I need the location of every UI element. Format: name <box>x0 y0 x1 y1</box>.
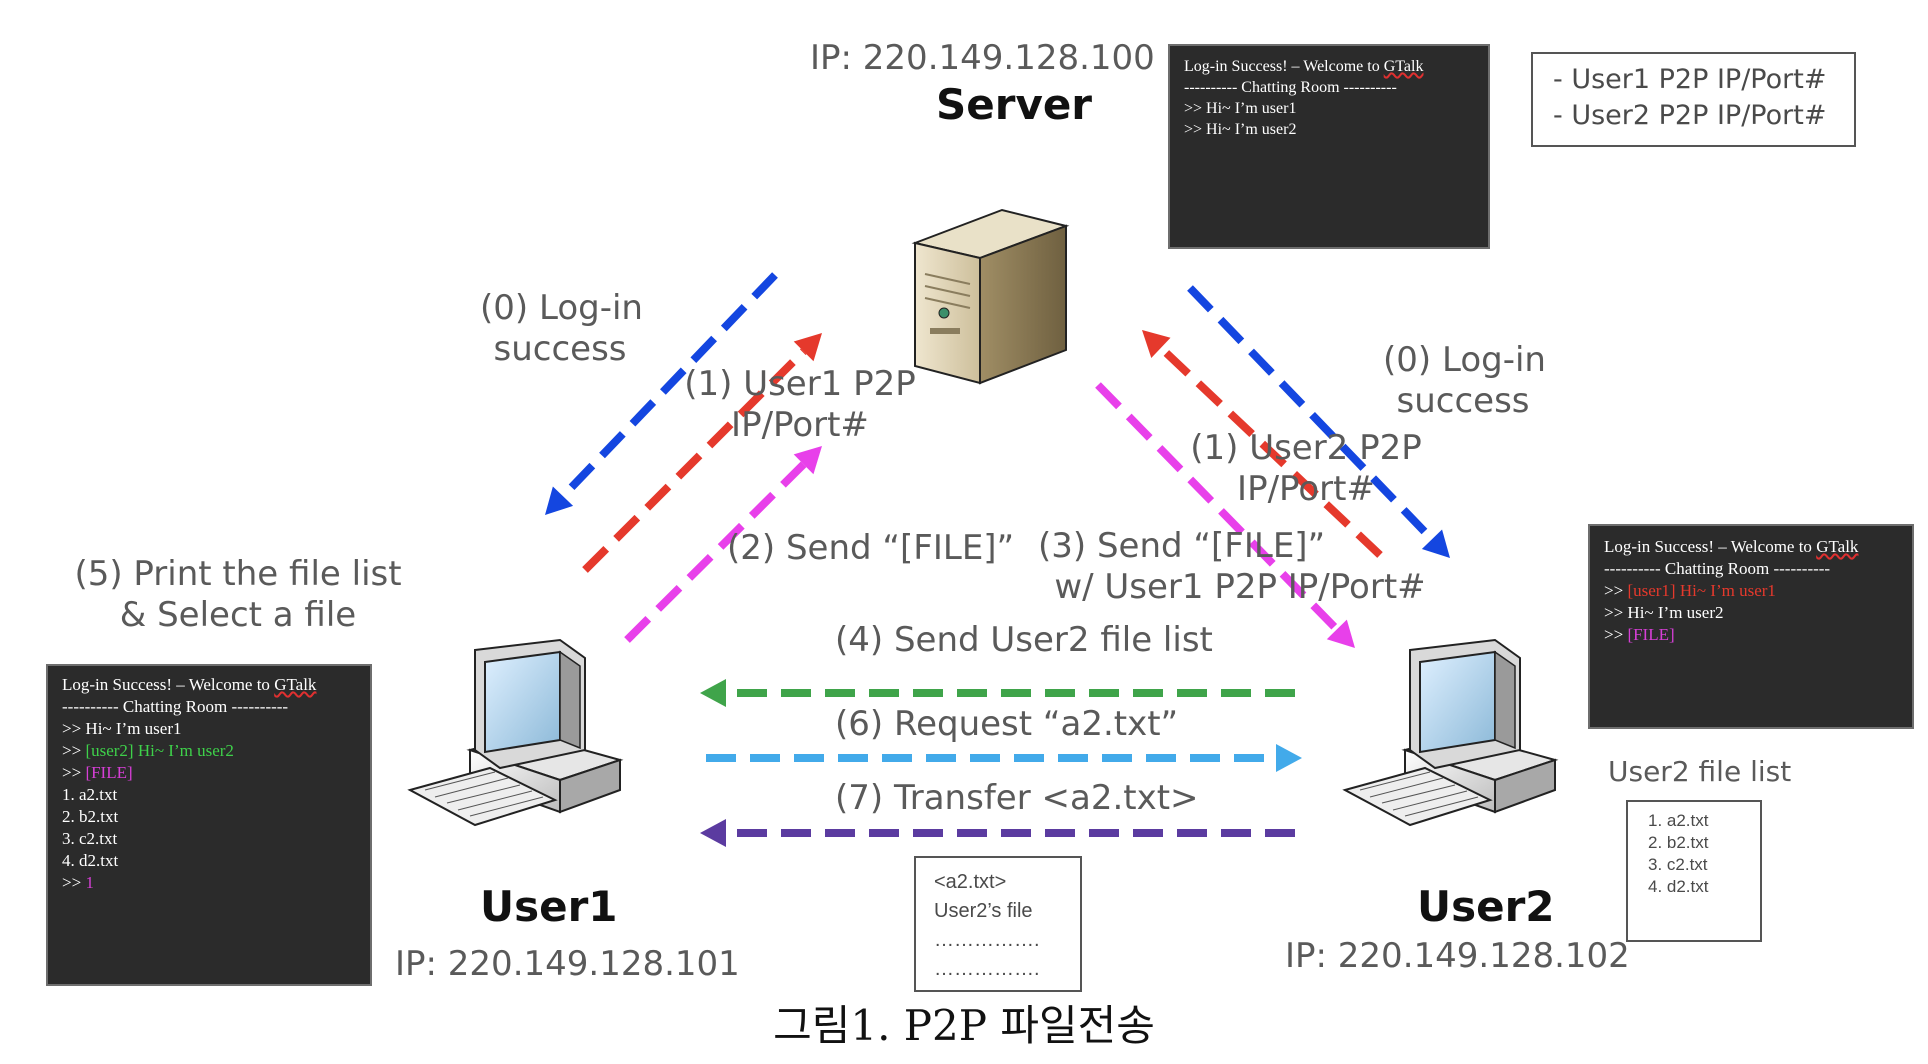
terminal-line: >> [FILE] <box>62 762 356 784</box>
arrow-request <box>706 744 1302 772</box>
arrow-send-file <box>624 446 822 643</box>
user2-name: User2 <box>1417 882 1555 931</box>
terminal-text: GTalk <box>1383 58 1424 75</box>
arrow-login-user1 <box>545 272 778 515</box>
file-box-line: ……………. <box>934 958 1040 980</box>
server-info-box: - User1 P2P IP/Port# - User2 P2P IP/Port# <box>1531 52 1856 147</box>
user2-file-list-box: 1. a2.txt 2. b2.txt 3. c2.txt 4. d2.txt <box>1626 800 1762 942</box>
terminal-text: Log-in Success! – Welcome to <box>1184 58 1384 75</box>
terminal-line: >> [user2] Hi~ I’m user2 <box>62 740 356 762</box>
terminal-line: >> Hi~ I’m user2 <box>1184 119 1474 140</box>
file-list-item: 2. b2.txt <box>1648 833 1709 852</box>
terminal-line: >> Hi~ I’m user2 <box>1604 602 1898 624</box>
user1-terminal: Log-in Success! – Welcome to GTalk------… <box>46 664 372 986</box>
terminal-text: [FILE] <box>1627 625 1675 644</box>
terminal-text: ---------- Chatting Room ---------- <box>62 697 289 716</box>
terminal-line: >> Hi~ I’m user1 <box>62 718 356 740</box>
terminal-text: >> <box>62 763 86 782</box>
figure-caption: 그림1. P2P 파일전송 <box>773 1001 1155 1050</box>
server-icon <box>911 208 1070 385</box>
terminal-text: >> <box>62 873 86 892</box>
terminal-line: ---------- Chatting Room ---------- <box>1604 558 1898 580</box>
terminal-text: ---------- Chatting Room ---------- <box>1184 79 1397 96</box>
terminal-line: Log-in Success! – Welcome to GTalk <box>62 674 356 696</box>
terminal-text: >> Hi~ I’m user2 <box>1604 603 1724 622</box>
terminal-line: >> [user1] Hi~ I’m user1 <box>1604 580 1898 602</box>
terminal-line: 4. d2.txt <box>62 850 356 872</box>
terminal-text: GTalk <box>1816 537 1859 556</box>
terminal-text: [FILE] <box>85 763 133 782</box>
user1-ip: IP: 220.149.128.101 <box>395 944 740 984</box>
terminal-text: >> <box>1604 581 1628 600</box>
arrow-send-list <box>700 679 1295 707</box>
terminal-text: 2. b2.txt <box>62 807 119 826</box>
server-info-item: - User2 P2P IP/Port# <box>1553 100 1827 131</box>
file-list-item: 4. d2.txt <box>1648 877 1709 896</box>
terminal-text: Log-in Success! – Welcome to <box>1604 537 1817 556</box>
user1-name: User1 <box>480 882 618 931</box>
arrow-transfer <box>700 819 1295 847</box>
terminal-line: 1. a2.txt <box>62 784 356 806</box>
step-print-list-label: (5) Print the file list& Select a file <box>74 554 402 635</box>
file-list-item: 3. c2.txt <box>1648 855 1708 874</box>
server-name: Server <box>936 80 1093 129</box>
terminal-line: >> Hi~ I’m user1 <box>1184 98 1474 119</box>
terminal-text: >> Hi~ I’m user2 <box>1184 121 1297 138</box>
user2-computer-icon <box>1342 638 1559 827</box>
user2-ip: IP: 220.149.128.102 <box>1285 936 1630 976</box>
file-box-line: User2’s file <box>934 900 1033 922</box>
terminal-text: ---------- Chatting Room ---------- <box>1604 559 1831 578</box>
terminal-text: [user2] Hi~ I’m user2 <box>85 741 234 760</box>
arrow-login-user2 <box>1187 285 1450 558</box>
step-send-file-server-label: (3) Send “[FILE]”w/ User1 P2P IP/Port# <box>1038 526 1426 607</box>
server-info-item: - User1 P2P IP/Port# <box>1553 64 1827 95</box>
arrow-send-file-server <box>1095 382 1355 648</box>
terminal-text: >> Hi~ I’m user1 <box>62 719 182 738</box>
terminal-text: 1 <box>85 873 94 892</box>
terminal-text: 3. c2.txt <box>62 829 118 848</box>
terminal-text: >> <box>1604 625 1628 644</box>
terminal-text: Log-in Success! – Welcome to <box>62 675 275 694</box>
user2-terminal: Log-in Success! – Welcome to GTalk------… <box>1588 524 1914 729</box>
arrow-user1-p2p <box>582 333 822 573</box>
terminal-line: 3. c2.txt <box>62 828 356 850</box>
terminal-text: 4. d2.txt <box>62 851 119 870</box>
file-list-item: 1. a2.txt <box>1648 811 1709 830</box>
terminal-text: >> <box>62 741 86 760</box>
terminal-line: Log-in Success! – Welcome to GTalk <box>1604 536 1898 558</box>
user2-file-list-title: User2 file list <box>1608 755 1792 788</box>
terminal-text: GTalk <box>274 675 317 694</box>
user1-computer-icon <box>407 638 624 827</box>
terminal-line: Log-in Success! – Welcome to GTalk <box>1184 56 1474 77</box>
step-transfer-label: (7) Transfer <a2.txt> <box>835 778 1199 818</box>
file-box-line: <a2.txt> <box>934 871 1007 893</box>
terminal-line: ---------- Chatting Room ---------- <box>62 696 356 718</box>
terminal-text: >> Hi~ I’m user1 <box>1184 100 1297 117</box>
step-send-file-label: (2) Send “[FILE]” <box>727 528 1015 568</box>
terminal-line: 2. b2.txt <box>62 806 356 828</box>
step-request-label: (6) Request “a2.txt” <box>835 704 1179 744</box>
arrow-user2-p2p <box>1142 330 1383 558</box>
file-box-line: ……………. <box>934 929 1040 951</box>
terminal-line: >> [FILE] <box>1604 624 1898 646</box>
terminal-text: 1. a2.txt <box>62 785 118 804</box>
server-ip: IP: 220.149.128.100 <box>810 38 1155 78</box>
step-send-list-label: (4) Send User2 file list <box>835 620 1213 660</box>
server-terminal: Log-in Success! – Welcome to GTalk ------… <box>1168 44 1490 249</box>
terminal-text: [user1] Hi~ I’m user1 <box>1627 581 1776 600</box>
transferred-file-box: <a2.txt> User2’s file ……………. ……………. <box>914 856 1082 992</box>
terminal-line: >> 1 <box>62 872 356 894</box>
terminal-line: ---------- Chatting Room ---------- <box>1184 77 1474 98</box>
